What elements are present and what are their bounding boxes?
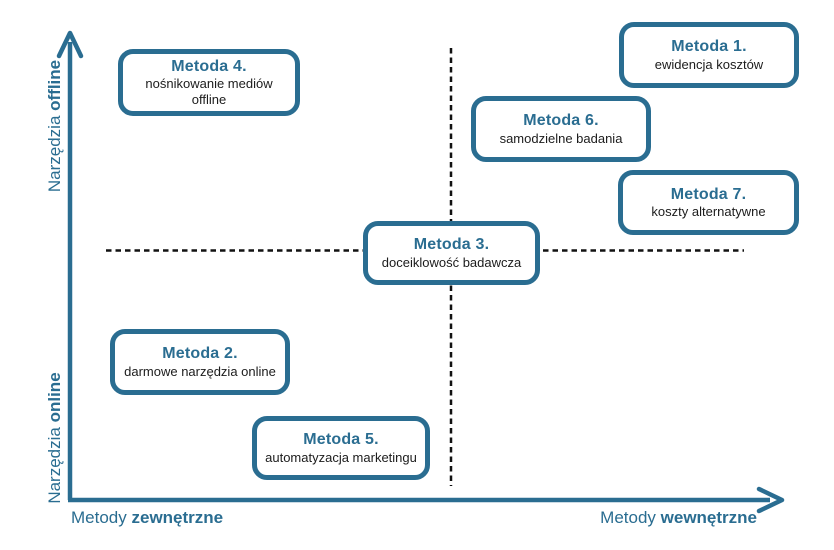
y-axis-label-offline: Narzędzia offline (45, 41, 65, 211)
method-title: Metoda 7. (670, 185, 747, 203)
x-axis-arrow-icon (756, 486, 785, 514)
y-axis-label-online-prefix: Narzędzia (45, 422, 64, 504)
y-axis-arrow-icon (56, 30, 84, 59)
y-axis-label-online: Narzędzia online (45, 353, 65, 523)
x-axis-label-wewnetrzne: Metody wewnętrzne (600, 508, 757, 528)
method-subtitle: doceiklowość badawcza (381, 254, 522, 270)
y-axis-label-offline-prefix: Narzędzia (45, 110, 64, 193)
method-box-2: Metoda 2. darmowe narzędzia online (110, 329, 290, 395)
method-title: Metoda 6. (523, 112, 599, 130)
x-axis-label-wewnetrzne-bold: wewnętrzne (660, 508, 757, 527)
method-title: Metoda 1. (671, 38, 747, 56)
y-axis-label-online-bold: online (45, 372, 64, 423)
method-subtitle: darmowe narzędzia online (124, 363, 276, 379)
method-box-1: Metoda 1. ewidencja kosztów (619, 22, 799, 88)
method-box-5: Metoda 5. automatyzacja marketingu (252, 416, 430, 480)
method-box-4: Metoda 4. nośnikowanie mediów offline (118, 49, 300, 116)
method-title: Metoda 4. (171, 57, 247, 75)
method-box-3: Metoda 3. doceiklowość badawcza (363, 221, 540, 285)
method-box-7: Metoda 7. koszty alternatywne (618, 170, 799, 235)
x-axis-label-zewnetrzne-bold: zewnętrzne (131, 508, 224, 527)
method-subtitle: koszty alternatywne (651, 204, 766, 220)
x-axis-label-wewnetrzne-prefix: Metody (600, 508, 661, 527)
y-axis-label-offline-bold: offline (45, 59, 64, 111)
method-title: Metoda 3. (413, 236, 490, 254)
method-subtitle: automatyzacja marketingu (265, 449, 417, 465)
method-subtitle: nośnikowanie mediów offline (145, 76, 273, 107)
method-subtitle: ewidencja kosztów (654, 56, 764, 72)
x-axis-label-zewnetrzne: Metody zewnętrzne (71, 508, 223, 528)
method-title: Metoda 2. (162, 345, 238, 363)
method-box-6: Metoda 6. samodzielne badania (471, 96, 651, 162)
x-axis-label-zewnetrzne-prefix: Metody (71, 508, 132, 527)
method-subtitle: samodzielne badania (499, 130, 623, 146)
method-title: Metoda 5. (303, 431, 379, 449)
